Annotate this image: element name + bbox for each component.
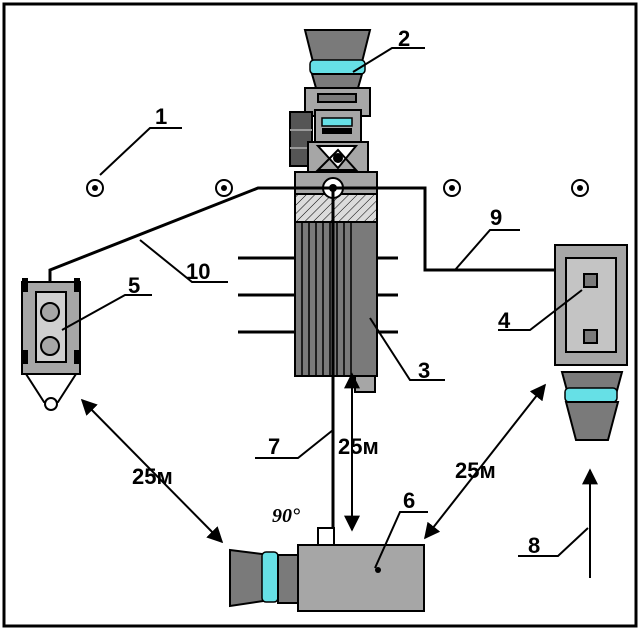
label-1: 1: [155, 104, 167, 129]
label-6: 6: [403, 488, 415, 513]
label-4: 4: [498, 308, 511, 333]
label-7: 7: [268, 434, 280, 459]
label-9: 9: [490, 205, 502, 230]
marker-dot: [216, 180, 232, 196]
angle-label: 90°: [272, 505, 300, 527]
label-10: 10: [186, 259, 210, 284]
marker-dot: [572, 180, 588, 196]
marker-dot: [444, 180, 460, 196]
label-2: 2: [398, 26, 410, 51]
marker-dot: [87, 180, 103, 196]
label-3: 3: [418, 358, 430, 383]
distance-label-center: 25м: [338, 434, 379, 459]
distance-label-left: 25м: [132, 464, 173, 489]
label-8: 8: [528, 533, 540, 558]
distance-label-right: 25м: [455, 458, 496, 483]
label-5: 5: [128, 273, 140, 298]
